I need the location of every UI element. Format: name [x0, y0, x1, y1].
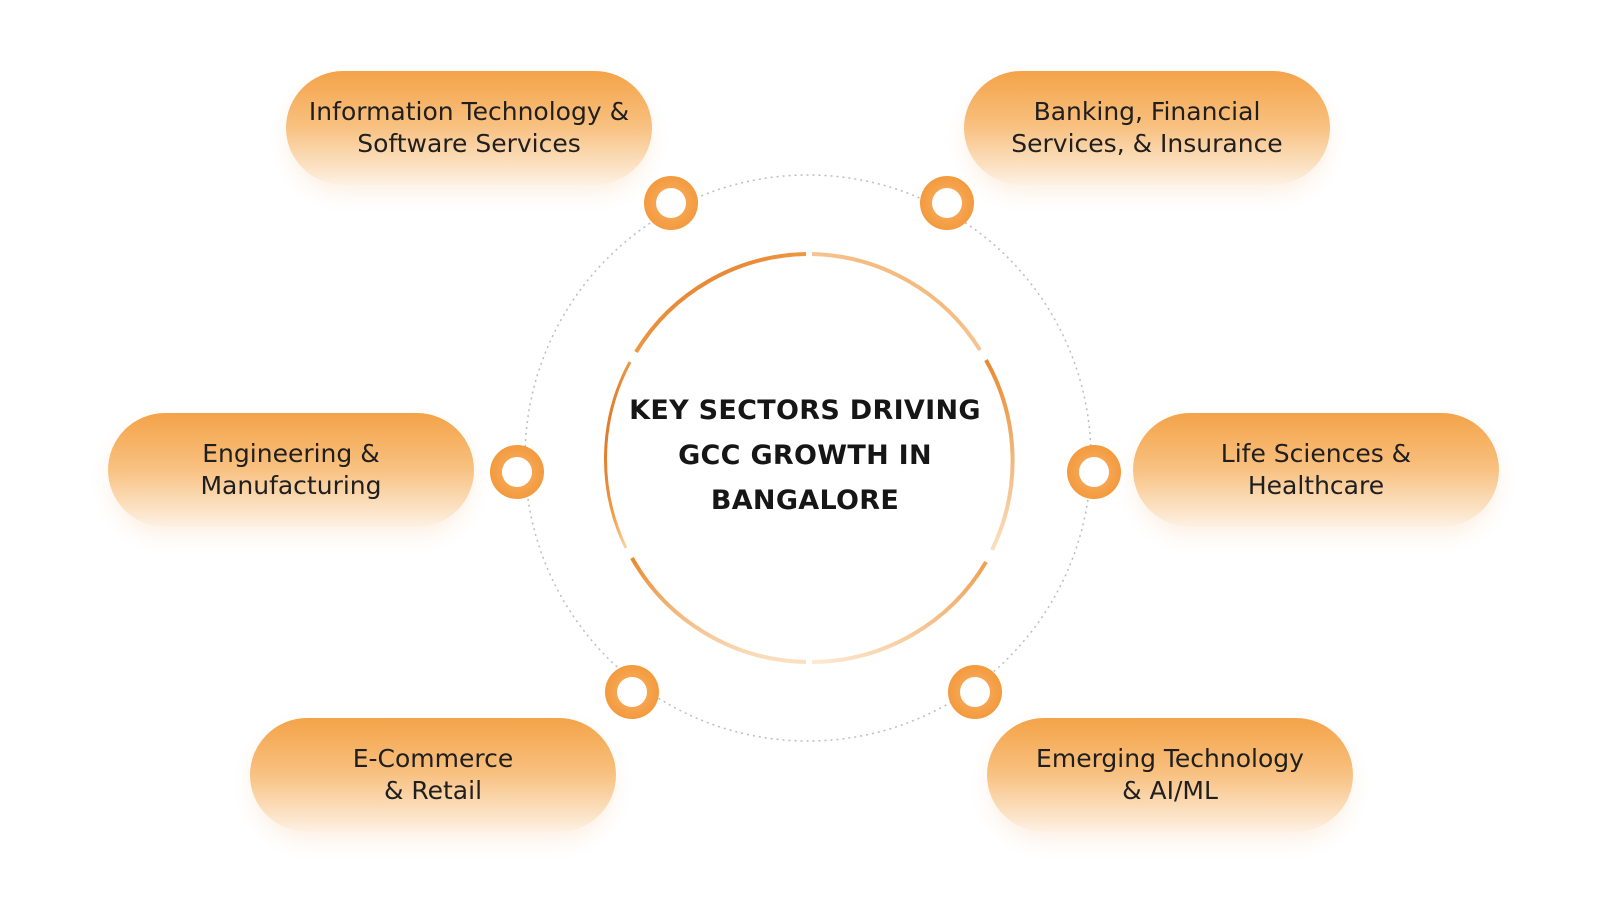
sector-label: E-Commerce & Retail	[352, 744, 514, 805]
sector-pill-engineering: Engineering & Manufacturing	[108, 413, 474, 527]
ring-node-top-left	[644, 176, 698, 230]
center-arc-left	[604, 361, 632, 549]
center-ring-arcs	[604, 252, 1015, 664]
center-arc-bottom-left	[630, 557, 807, 664]
sector-pill-ecommerce: E-Commerce & Retail	[250, 718, 616, 832]
center-arc-right	[984, 359, 1015, 551]
ring-node-right	[1067, 445, 1121, 499]
center-arc-bottom-right	[811, 560, 988, 664]
sector-pill-emerging-tech: Emerging Technology & AI/ML	[987, 718, 1353, 832]
sector-pill-life-sciences: Life Sciences & Healthcare	[1133, 413, 1499, 527]
sector-label: Emerging Technology & AI/ML	[1036, 744, 1304, 805]
center-arc-top	[634, 252, 807, 354]
ring-node-bottom-left	[605, 665, 659, 719]
sector-pill-bfsi: Banking, Financial Services, & Insurance	[964, 71, 1330, 185]
ring-node-bottom-right	[948, 665, 1002, 719]
sector-label: Engineering & Manufacturing	[200, 439, 382, 500]
sector-label: Banking, Financial Services, & Insurance	[1011, 97, 1283, 158]
ring-node-left	[490, 445, 544, 499]
sector-label: Information Technology & Software Servic…	[308, 97, 630, 158]
center-arc-top-right	[811, 252, 982, 352]
center-title: KEY SECTORS DRIVING GCC GROWTH IN BANGAL…	[629, 395, 981, 516]
ring-node-top-right	[920, 176, 974, 230]
center-circle	[604, 254, 1012, 662]
ring-nodes	[490, 176, 1121, 719]
sector-pill-it-software: Information Technology & Software Servic…	[286, 71, 652, 185]
sector-label: Life Sciences & Healthcare	[1220, 439, 1412, 500]
